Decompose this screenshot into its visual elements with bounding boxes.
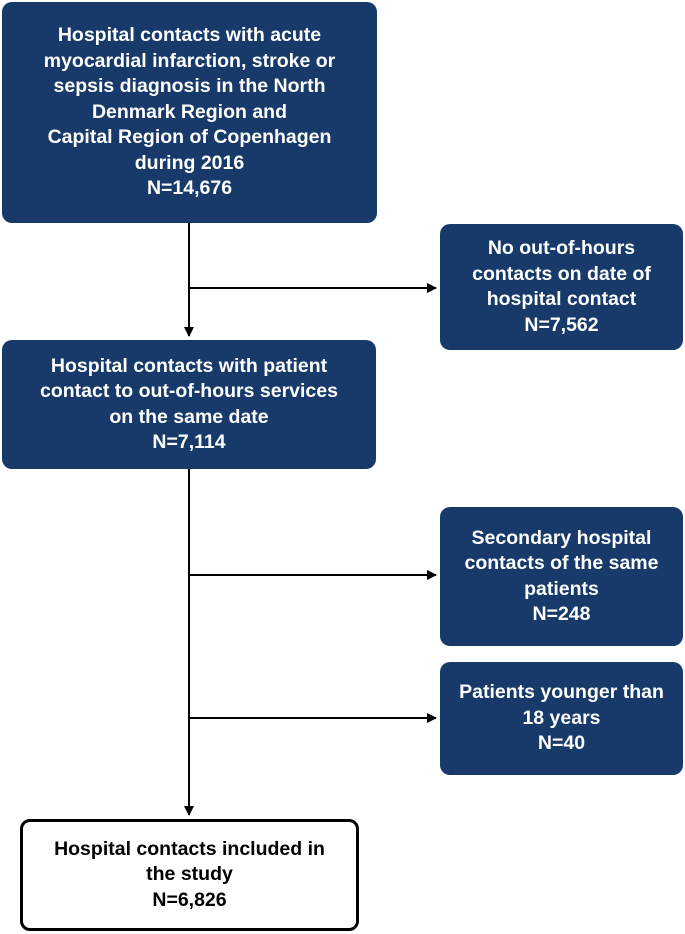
- box-ooh-line-3: on the same date: [109, 405, 269, 428]
- box-initial-line-6: during 2016: [134, 151, 245, 174]
- box-excluded-young: Patients younger than 18 years N=40: [440, 662, 683, 775]
- box-excluded-young-line-2: 18 years: [522, 706, 601, 729]
- box-excluded-young-line-1: Patients younger than: [459, 681, 664, 704]
- box-included-count: N=6,826: [152, 888, 227, 911]
- box-included-line-2: the study: [146, 863, 233, 886]
- box-excluded-no-ooh: No out-of-hours contacts on date of hosp…: [440, 224, 683, 350]
- box-excluded-secondary-line-2: contacts of the same: [464, 552, 659, 574]
- box-ooh-line-1: Hospital contacts with patient: [50, 354, 328, 377]
- box-initial-line-2: myocardial infarction, stroke or: [43, 49, 336, 72]
- box-included-line-1: Hospital contacts included in: [54, 837, 325, 860]
- box-ooh-line-2: contact to out-of-hours services: [40, 380, 338, 402]
- box-excluded-no-ooh-count: N=7,562: [524, 313, 599, 336]
- box-initial-line-1: Hospital contacts with acute: [57, 24, 322, 47]
- box-ooh-count: N=7,114: [152, 431, 226, 453]
- box-excluded-young-count: N=40: [537, 732, 586, 755]
- box-ooh-same-date: Hospital contacts with patient contact t…: [2, 340, 376, 469]
- box-excluded-no-ooh-line-3: hospital contact: [486, 288, 637, 310]
- box-initial-count: N=14,676: [146, 177, 233, 200]
- box-excluded-secondary-line-3: patients: [524, 577, 599, 600]
- box-excluded-secondary-count: N=248: [532, 603, 591, 625]
- box-initial-line-4: Denmark Region and: [91, 100, 288, 123]
- box-initial-line-3: sepsis diagnosis in the North: [53, 75, 326, 98]
- box-excluded-secondary-line-1: Secondary hospital: [471, 526, 652, 549]
- box-excluded-no-ooh-line-1: No out-of-hours: [487, 237, 636, 259]
- box-included-in-study: Hospital contacts included in the study …: [20, 819, 359, 931]
- box-initial-hospital-contacts: Hospital contacts with acute myocardial …: [2, 2, 377, 223]
- box-excluded-secondary: Secondary hospital contacts of the same …: [440, 507, 683, 646]
- box-excluded-no-ooh-line-2: contacts on date of: [472, 262, 651, 285]
- box-initial-line-5: Capital Region of Copenhagen: [47, 126, 332, 149]
